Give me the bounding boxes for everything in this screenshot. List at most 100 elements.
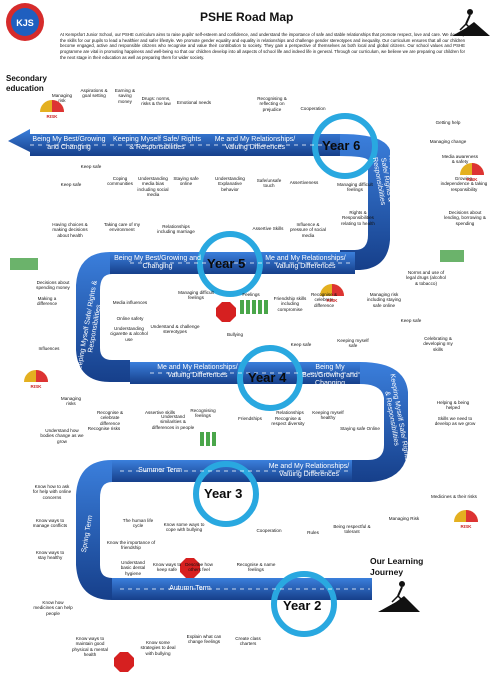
secondary-education-label: Secondary education <box>6 74 47 93</box>
topic-label: Influences <box>38 346 60 351</box>
topic-label: Understand how bodies change as we grow <box>40 428 84 444</box>
year-3-label: Year 3 <box>204 486 243 501</box>
topic-label: Understand similarities & differences in… <box>151 414 195 430</box>
stop-sign-icon <box>114 652 134 672</box>
topic-label: Influence & pressure of social media <box>290 222 327 238</box>
risk-gauge-icon <box>24 370 48 382</box>
topic-label: Safe/unsafe touch <box>256 178 282 189</box>
road-right-curve-1 <box>340 134 390 270</box>
money-icon <box>10 258 38 270</box>
people-icon <box>200 432 216 446</box>
band-label: Being My Best/Growing and Changing <box>114 255 201 270</box>
topic-label: Keep safe <box>290 342 312 347</box>
topic-label: Staying safe Online <box>340 426 380 431</box>
topic-label: Cooperation <box>300 106 326 111</box>
intro-paragraph: At Kempsfort Junior School, our PSHE cur… <box>60 32 465 60</box>
topic-label: Keeping myself safe <box>337 338 369 349</box>
topic-label: Online safety <box>116 316 144 321</box>
topic-label: Recognise & celebrate difference <box>310 292 338 308</box>
topic-label: Drugs: norms, risks & the law <box>141 96 171 107</box>
band-label: Being My Best/Growing and Changing <box>302 364 358 387</box>
page-title: PSHE Road Map <box>200 10 294 24</box>
band-label: Me and My Relationships/ Valuing Differe… <box>214 136 296 151</box>
risk-badge-text: RISK <box>466 177 478 182</box>
topic-label: Skills we need to develop as we grow <box>434 416 476 427</box>
topic-label: Managing Risk <box>388 516 420 521</box>
band-label: Me and My Relationships/ Valuing Differe… <box>157 364 238 379</box>
topic-label: Managing risk including staying safe onl… <box>367 292 401 308</box>
year3-circle <box>193 461 259 527</box>
topic-label: Coping communities <box>107 176 133 187</box>
topic-label: Keep safe <box>80 164 102 169</box>
topic-label: Understand basic dental hygiene <box>120 560 146 576</box>
topic-label: Know how medicines can help people <box>33 600 73 616</box>
year-6-label: Year 6 <box>322 138 361 153</box>
topic-label: Managing difficult feelings <box>178 290 214 301</box>
risk-gauge-icon <box>40 100 64 112</box>
topic-label: Relationships including marriage <box>157 224 195 235</box>
road-row-2 <box>110 252 355 274</box>
topic-label: Recognise risks <box>87 426 121 431</box>
topic-label: Rights & Responsibilities relating to he… <box>341 210 375 226</box>
topic-label: Making a difference <box>36 296 58 307</box>
topic-label: Know the importance of friendship <box>106 540 156 551</box>
topic-label: Understanding Explanative behavior <box>215 176 245 192</box>
topic-label: Cooperation <box>256 528 282 533</box>
topic-label: Growing, independence & taking responsib… <box>440 176 488 192</box>
topic-label: Keep safe <box>60 182 82 187</box>
topic-label: Recognise & celebrate difference <box>96 410 124 426</box>
risk-badge-text: RISK <box>460 524 472 529</box>
topic-label: Understanding cigarette & alcohol use <box>110 326 148 342</box>
money-icon <box>440 250 464 262</box>
topic-label: Norms and use of legal drugs (alcohol & … <box>406 270 446 286</box>
topic-label: Know some strategies to deal with bullyi… <box>140 640 176 656</box>
topic-label: Recognise & name feelings <box>236 562 276 573</box>
band-label: Keeping Myself Safe/ Rights & Responsibi… <box>113 136 201 151</box>
topic-label: Managing difficult feelings <box>337 182 373 193</box>
risk-gauge-icon <box>454 510 478 522</box>
school-logo: KJS <box>6 3 44 41</box>
topic-label: Understand & challenge stereotypes <box>150 324 200 335</box>
topic-label: Medicines & their risks <box>431 494 477 499</box>
topic-label: Create class charters <box>235 636 261 647</box>
topic-label: Having choices & making decisions about … <box>52 222 88 238</box>
topic-label: The human life cycle <box>122 518 154 529</box>
risk-gauge-icon <box>320 284 344 296</box>
topic-label: Know how to ask for help with online con… <box>32 484 72 500</box>
year-2-label: Year 2 <box>283 598 322 613</box>
topic-label: Celebrating & developing my skills <box>423 336 453 352</box>
topic-label: Earning & saving money <box>114 88 136 104</box>
people-icon <box>240 300 268 314</box>
topic-label: Taking care of my environment <box>104 222 140 233</box>
topic-label: Media awareness & safety <box>441 154 478 165</box>
year6-circle <box>312 113 378 179</box>
road-left-curve-2 <box>76 460 120 600</box>
topic-label: Recognising feelings <box>190 408 216 419</box>
topic-label: Media influences <box>112 300 148 305</box>
year5-circle <box>197 231 263 297</box>
risk-badge-text: RISK <box>326 298 338 303</box>
topic-label: Staying safe online <box>173 176 199 187</box>
topic-label: Getting help <box>435 120 461 125</box>
topic-label: Know ways to manage conflicts <box>32 518 68 529</box>
topic-label: Understanding media bias including socia… <box>137 176 169 198</box>
climber-icon-bottom <box>378 581 420 612</box>
band-label: Being My Best/Growing and Changing <box>32 136 106 151</box>
band-label: Autumn Term <box>169 585 211 592</box>
svg-text:KJS: KJS <box>16 18 34 28</box>
topic-label: Know ways to stay healthy <box>35 550 65 561</box>
topic-label: Being respectful & tolerant <box>333 524 371 535</box>
topic-label: Know ways to maintain good physical & me… <box>71 636 108 658</box>
road-left-curve-1 <box>76 252 130 382</box>
topic-label: Relationships <box>276 410 304 415</box>
risk-badge-text: RISK <box>30 384 42 389</box>
topic-label: Friendships <box>238 416 262 421</box>
topic-label: Know ways to keep safe <box>152 562 182 573</box>
year-5-label: Year 5 <box>207 256 246 271</box>
topic-label: Aspirations & goal setting <box>80 88 108 99</box>
topic-label: Decisions about lending, borrowing & spe… <box>444 210 486 226</box>
stop-sign-icon <box>216 302 236 322</box>
risk-gauge-icon <box>460 163 484 175</box>
topic-label: Emotional needs <box>176 100 212 105</box>
